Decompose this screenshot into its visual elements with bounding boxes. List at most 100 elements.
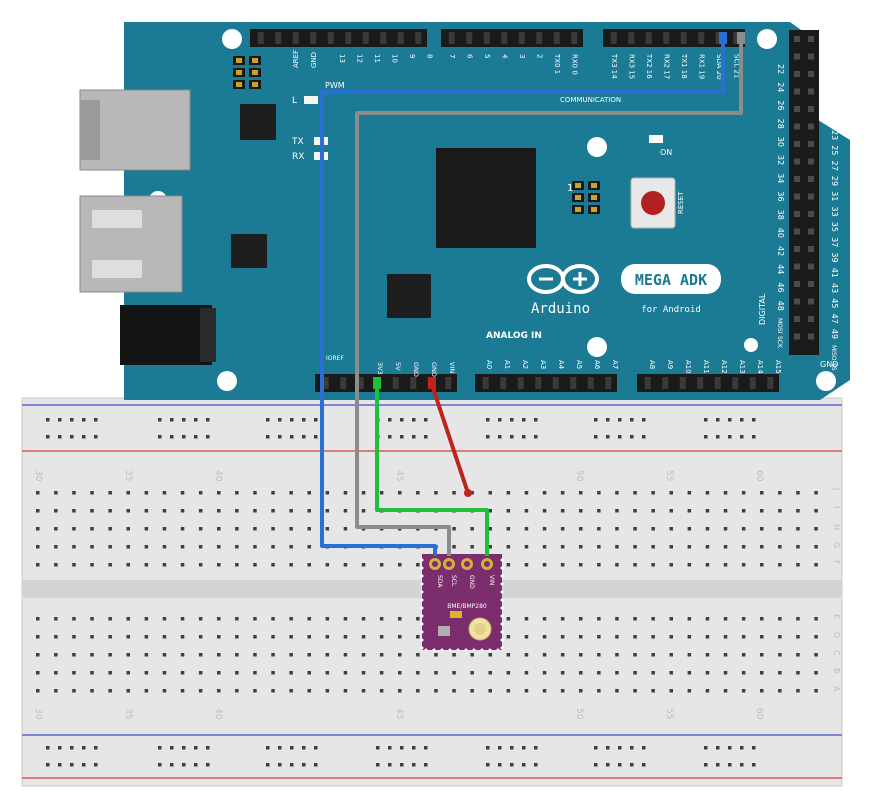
terminal-hole bbox=[198, 527, 203, 531]
terminal-hole bbox=[108, 527, 112, 531]
arduino-mega-adk-board: 1 RESET ON L TX RX AREF GND PWM COMMUNIC… bbox=[79, 22, 850, 400]
rail-hole bbox=[58, 746, 62, 750]
terminal-hole bbox=[235, 509, 239, 513]
edge-dot bbox=[456, 648, 460, 652]
terminal-hole bbox=[560, 617, 565, 621]
rail-hole bbox=[510, 746, 514, 750]
terminal-hole bbox=[723, 653, 728, 657]
terminal-hole bbox=[253, 635, 257, 639]
terminal-hole bbox=[235, 491, 239, 495]
terminal-hole bbox=[651, 671, 655, 675]
pin-label: 12 bbox=[356, 54, 364, 63]
rail-hole bbox=[424, 418, 428, 422]
rail-hole bbox=[594, 763, 598, 767]
terminal-hole bbox=[126, 653, 130, 657]
header-pin bbox=[445, 377, 452, 389]
terminal-hole bbox=[235, 617, 239, 621]
wire-gnd-red bbox=[430, 383, 470, 495]
rail-hole bbox=[716, 746, 720, 750]
terminal-hole bbox=[235, 671, 239, 675]
terminal-hole bbox=[741, 689, 746, 693]
terminal-hole bbox=[90, 617, 94, 621]
terminal-hole bbox=[470, 689, 474, 693]
terminal-hole bbox=[72, 509, 76, 513]
terminal-hole bbox=[307, 617, 311, 621]
rail-hole bbox=[158, 418, 162, 422]
rail-hole bbox=[618, 746, 622, 750]
terminal-hole bbox=[760, 509, 764, 513]
rail-hole bbox=[278, 746, 282, 750]
pin-label: 9 bbox=[408, 54, 416, 58]
terminal-hole bbox=[180, 671, 185, 675]
header-pin bbox=[415, 32, 422, 44]
terminal-hole bbox=[615, 545, 619, 549]
terminal-hole bbox=[723, 509, 728, 513]
terminal-hole bbox=[72, 671, 76, 675]
terminal-hole bbox=[669, 671, 673, 675]
pin-label: 38 bbox=[776, 210, 785, 220]
sensor-capacitor bbox=[450, 611, 462, 618]
terminal-hole bbox=[108, 671, 112, 675]
terminal-hole bbox=[144, 635, 149, 639]
mount-hole bbox=[587, 337, 607, 357]
terminal-hole bbox=[470, 491, 474, 495]
terminal-hole bbox=[741, 527, 746, 531]
terminal-hole bbox=[506, 509, 511, 513]
terminal-hole bbox=[162, 545, 167, 549]
rail-hole bbox=[486, 746, 490, 750]
rail-hole bbox=[388, 418, 392, 422]
terminal-hole bbox=[162, 617, 167, 621]
terminal-hole bbox=[560, 671, 565, 675]
edge-dot bbox=[496, 648, 500, 652]
pin-label: A5 bbox=[575, 360, 583, 369]
terminal-hole bbox=[687, 527, 692, 531]
terminal-hole bbox=[597, 491, 601, 495]
column-number: 45 bbox=[394, 470, 404, 481]
terminal-hole bbox=[796, 671, 800, 675]
terminal-hole bbox=[379, 653, 384, 657]
regulator-chip bbox=[231, 234, 267, 268]
header-pin bbox=[327, 32, 334, 44]
pin-label: SCL 21 bbox=[733, 54, 741, 78]
ioref-label: IOREF bbox=[326, 355, 344, 362]
terminal-hole bbox=[760, 653, 764, 657]
terminal-hole bbox=[651, 617, 655, 621]
reset-button-cap bbox=[641, 191, 665, 215]
terminal-hole bbox=[325, 527, 330, 531]
terminal-hole bbox=[217, 527, 221, 531]
terminal-hole bbox=[687, 689, 692, 693]
rail-hole bbox=[158, 763, 162, 767]
rail-hole bbox=[606, 746, 610, 750]
terminal-hole bbox=[633, 527, 637, 531]
terminal-hole bbox=[542, 509, 547, 513]
edge-dot bbox=[420, 598, 424, 602]
terminal-hole bbox=[343, 527, 348, 531]
terminal-hole bbox=[90, 545, 94, 549]
terminal-hole bbox=[723, 671, 728, 675]
terminal-hole bbox=[542, 545, 547, 549]
terminal-hole bbox=[705, 491, 710, 495]
terminal-hole bbox=[307, 527, 311, 531]
header-pin bbox=[808, 36, 814, 42]
rail-hole bbox=[82, 746, 86, 750]
header-pin bbox=[715, 32, 722, 44]
terminal-hole bbox=[54, 617, 58, 621]
terminal-hole bbox=[54, 509, 58, 513]
terminal-hole bbox=[90, 509, 94, 513]
terminal-hole bbox=[54, 545, 58, 549]
rail-hole bbox=[618, 435, 622, 439]
rail-hole bbox=[522, 746, 526, 750]
header-pin bbox=[808, 123, 814, 130]
edge-dot bbox=[500, 574, 504, 578]
pin-label: 42 bbox=[776, 246, 785, 256]
rail-hole bbox=[740, 763, 744, 767]
terminal-hole bbox=[180, 653, 185, 657]
terminal-hole bbox=[271, 635, 275, 639]
pin-label: 3V3 bbox=[376, 362, 384, 375]
header-pin bbox=[794, 36, 800, 42]
pin-label: 41 bbox=[830, 268, 839, 278]
rail-hole bbox=[82, 435, 86, 439]
terminal-hole bbox=[597, 671, 601, 675]
column-number: 60 bbox=[754, 708, 764, 720]
